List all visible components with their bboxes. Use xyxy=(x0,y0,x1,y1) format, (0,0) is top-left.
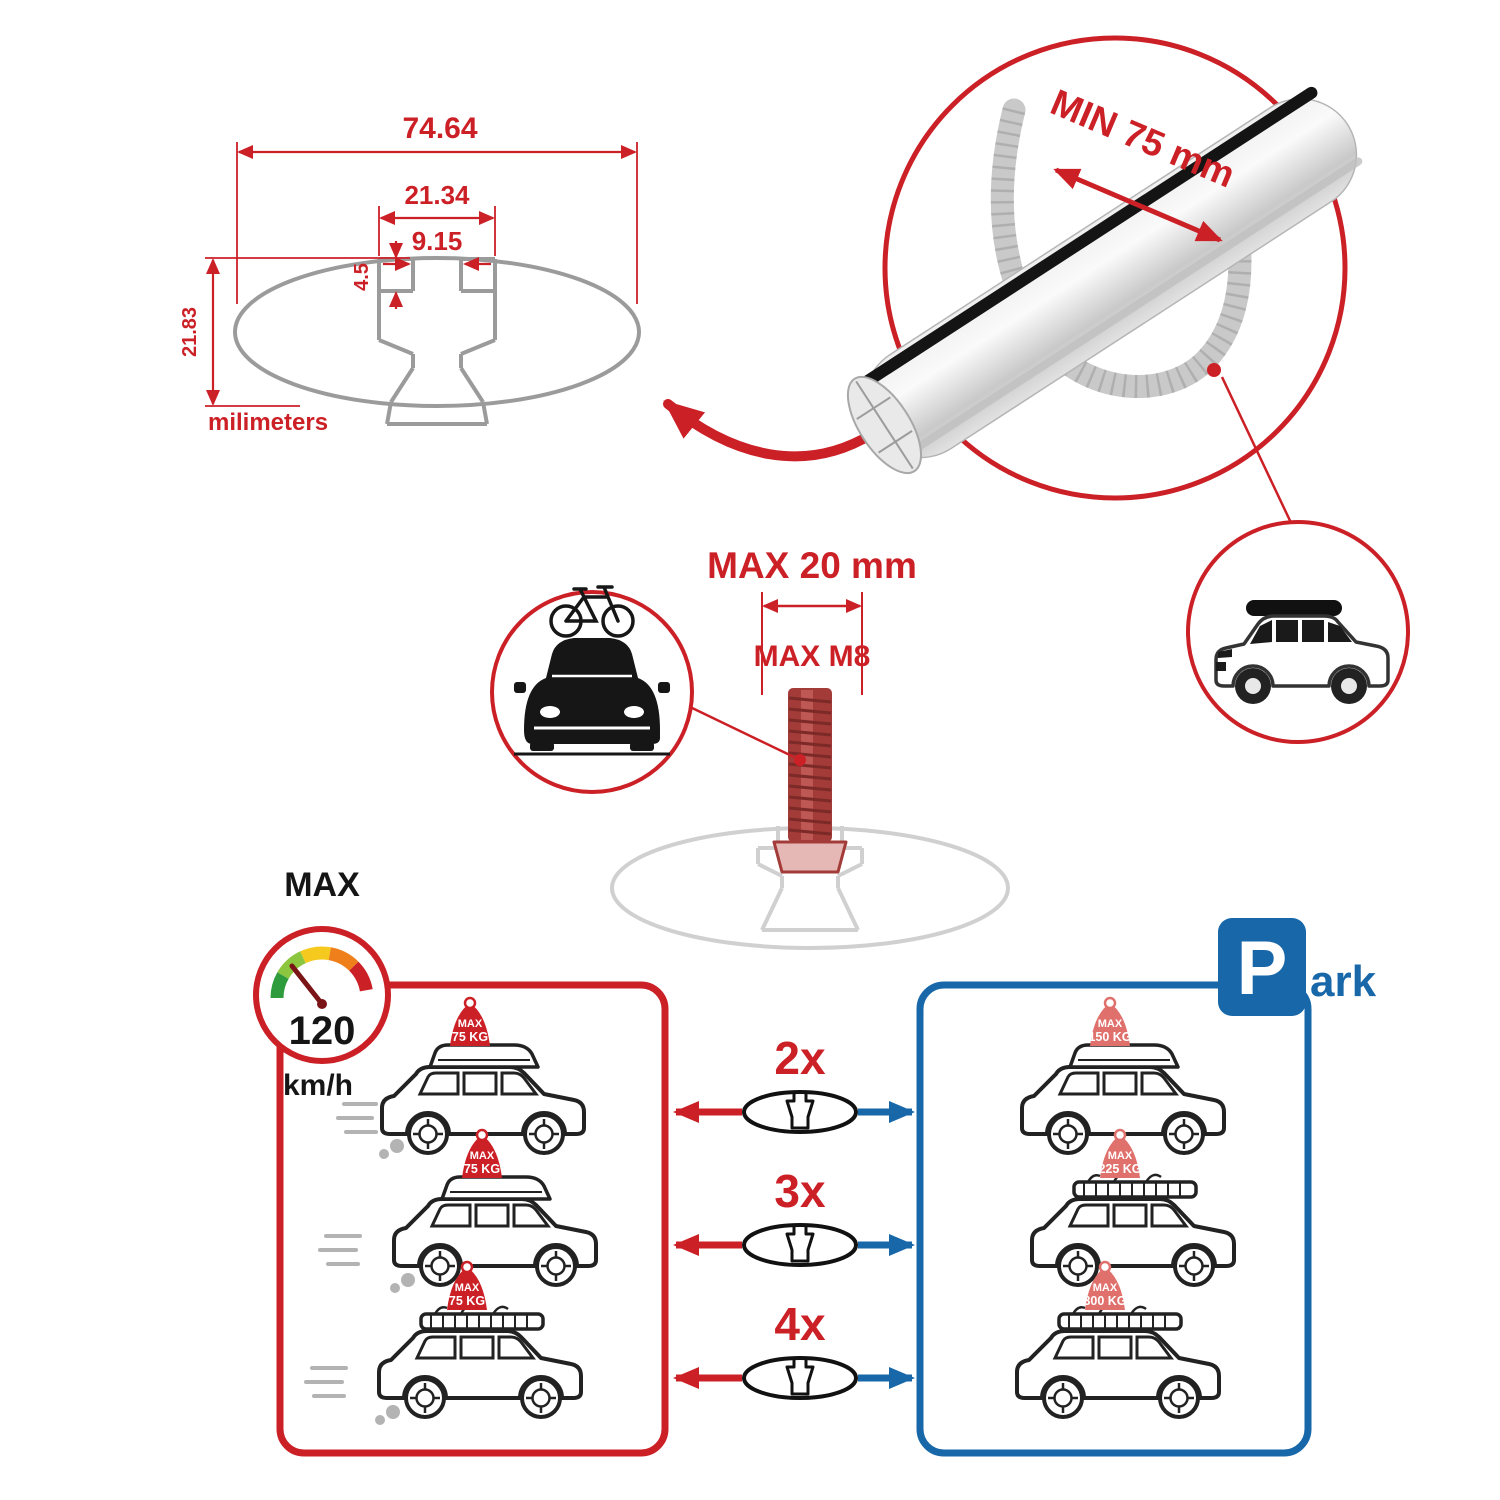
load-badge: MAX 75 KG xyxy=(462,1128,502,1178)
hub xyxy=(1341,678,1357,694)
gauge-arc-orange xyxy=(328,947,359,972)
end-cap-webs xyxy=(855,380,914,470)
multiplier-3x: 3x xyxy=(774,1165,826,1217)
bolt-diagram: MAX 20 mm MAX M8 xyxy=(610,545,1010,950)
headlight xyxy=(1218,649,1232,658)
gauge-needle xyxy=(289,963,325,1007)
t-bolt-icon xyxy=(772,688,848,874)
motion-lines xyxy=(304,1366,400,1425)
bar-shadow-line xyxy=(903,157,1363,459)
max-width-label: MAX 20 mm xyxy=(707,545,917,586)
car-front-body xyxy=(524,638,660,744)
badge-weight: 225 KG xyxy=(1098,1162,1141,1176)
badge-weight: 75 KG xyxy=(452,1030,488,1044)
badge-weight: 150 KG xyxy=(1088,1030,1131,1044)
leader-line xyxy=(687,704,795,759)
car-front-icon xyxy=(514,638,670,756)
aluminum-crossbar xyxy=(846,86,1363,475)
park-letter: P xyxy=(1237,926,1288,1011)
load-badge: MAX 75 KG xyxy=(447,1260,487,1310)
units-label: milimeters xyxy=(208,409,328,436)
pointer-arrow xyxy=(663,399,877,462)
measuring-band-ribs xyxy=(990,107,1252,398)
headlight xyxy=(540,706,560,718)
windshield xyxy=(1250,620,1272,644)
badge-weight: 75 KG xyxy=(449,1294,485,1308)
park-sign-square xyxy=(1218,918,1306,1016)
leader-dot xyxy=(794,754,806,766)
dim-profile-height: 21.83 xyxy=(179,307,201,357)
tire xyxy=(630,742,654,751)
dim-lip-height: 4.5 xyxy=(351,263,373,291)
leader-line xyxy=(1220,376,1295,528)
badge-max-label: MAX xyxy=(1098,1018,1123,1030)
rear-window xyxy=(1328,622,1352,642)
gauge-arc-green xyxy=(270,972,289,999)
bar-count-column: 2x 3x 4x xyxy=(673,1032,915,1400)
motion-lines xyxy=(336,1102,404,1159)
bicycle-icon xyxy=(549,585,635,638)
roof-box-car-icon xyxy=(1214,600,1390,704)
motion-lines xyxy=(318,1234,415,1293)
crossbar-section-icon xyxy=(742,1223,858,1267)
dimension-diagram: 74.64 21.34 9.15 4.5 21.83 milimeters xyxy=(179,112,641,436)
badge-weight: 75 KG xyxy=(464,1162,500,1176)
grille xyxy=(1216,662,1226,671)
badge-max-label: MAX xyxy=(1093,1282,1118,1294)
badge-max-label: MAX xyxy=(470,1150,495,1162)
badge-max-label: MAX xyxy=(458,1018,483,1030)
load-badge: MAX 225 KG xyxy=(1098,1128,1142,1178)
crossbar-section-icon xyxy=(742,1090,858,1134)
bolt-threads xyxy=(788,696,832,836)
crossbar-section-icon xyxy=(742,1356,858,1400)
tire xyxy=(530,742,554,751)
window xyxy=(1276,620,1298,642)
mirror xyxy=(514,682,526,693)
profile-oval xyxy=(233,256,641,408)
min-span-arrow xyxy=(1053,167,1223,243)
mirror xyxy=(658,682,670,693)
bolt-t-head xyxy=(772,840,848,874)
park-sign-icon: P ark xyxy=(1218,918,1377,1016)
roof-box xyxy=(1246,600,1342,616)
multiplier-4x: 4x xyxy=(774,1298,826,1350)
window xyxy=(1302,620,1324,642)
gauge-units: km/h xyxy=(283,1069,353,1102)
dim-slot-inner: 9.15 xyxy=(412,226,463,256)
gauge-max-label: MAX xyxy=(284,866,360,904)
multiplier-2x: 2x xyxy=(774,1032,826,1084)
crossbar-detail-circle: MIN 75 mm xyxy=(846,35,1363,501)
dim-total-width: 74.64 xyxy=(402,112,477,145)
driving-cars: MAX 75 KG MAX 75 KG MAX 75 KG xyxy=(304,996,596,1425)
gauge-arc-red xyxy=(348,961,373,992)
park-rest: ark xyxy=(1310,957,1377,1006)
badge-weight: 300 KG xyxy=(1083,1294,1126,1308)
roof-box-car-circle xyxy=(1186,520,1410,744)
leader-dot xyxy=(1207,363,1221,377)
gauge-pivot xyxy=(317,999,327,1009)
badge-max-label: MAX xyxy=(455,1282,480,1294)
badge-max-label: MAX xyxy=(1108,1150,1133,1162)
hub xyxy=(1245,678,1261,694)
load-badge: MAX 75 KG xyxy=(450,996,490,1046)
dim-slot-outer: 21.34 xyxy=(404,180,470,210)
gauge-arc-yellow xyxy=(300,946,331,964)
headlight xyxy=(624,706,644,718)
load-badge: MAX 300 KG xyxy=(1083,1260,1127,1310)
load-badge: MAX 150 KG xyxy=(1088,996,1132,1046)
profile-t-slot xyxy=(377,257,497,426)
speed-gauge: MAX 120 km/h xyxy=(253,866,391,1102)
max-thread-label: MAX M8 xyxy=(754,640,871,673)
parked-cars: MAX 150 KG MAX 225 KG MAX 300 KG xyxy=(1017,996,1234,1417)
bike-car-circle xyxy=(490,585,694,794)
gauge-value: 120 xyxy=(289,1009,356,1053)
